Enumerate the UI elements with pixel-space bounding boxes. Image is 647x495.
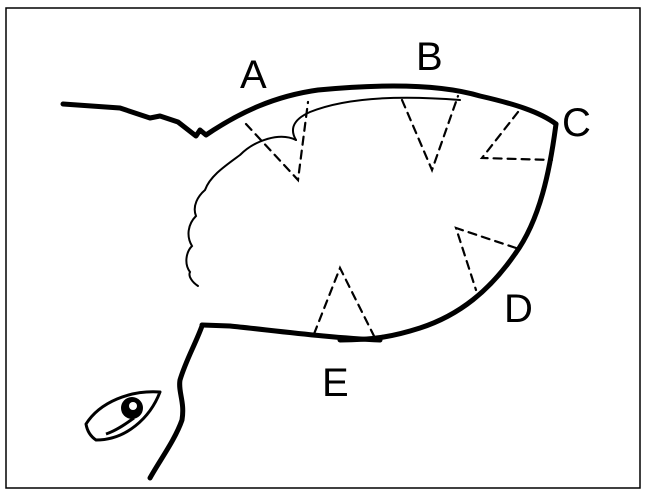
marker-c (482, 112, 552, 160)
lower-left-line (150, 326, 202, 478)
marker-e (314, 268, 374, 336)
top-contour (63, 86, 556, 136)
bottom-contour (202, 325, 380, 340)
marker-b (402, 96, 458, 170)
label-d: D (504, 287, 533, 331)
label-e: E (322, 361, 349, 405)
marker-a (246, 102, 308, 180)
label-c: C (562, 101, 591, 145)
inner-contour-top (293, 98, 460, 140)
label-a: A (240, 53, 267, 97)
label-b: B (416, 35, 443, 79)
eye-icon (86, 392, 160, 440)
marker-d (456, 228, 516, 290)
